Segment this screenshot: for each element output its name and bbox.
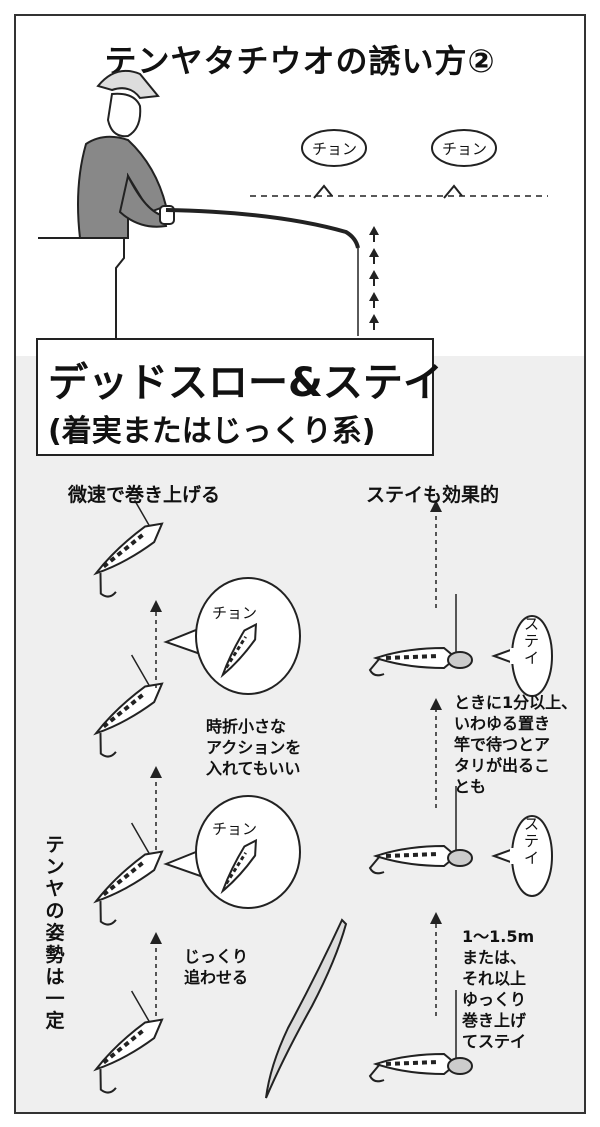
top-bubble-right-text: チョン [442,140,488,158]
top-bubble-left [301,129,367,167]
vertical-caption-char: ン [45,856,65,878]
stay-lure-2 [368,786,473,875]
stay-lure-1 [368,594,473,677]
method-box: デッドスロー&ステイ (着実またはじっくり系) [36,338,443,456]
note-occasional-action: 時折小さな アクションを 入れてもいい [206,717,302,778]
vertical-caption: テンヤの姿勢は一定 [44,834,66,1032]
vertical-caption-char: テ [45,834,65,856]
stay-bubble-1 [491,615,553,697]
vertical-caption-char: は [45,966,65,988]
lower-panel-background [16,356,584,1112]
vertical-caption-char: ヤ [45,878,65,900]
stay-bubble-2-text: ステイ [524,815,540,867]
page-title: テンヤタチウオの誘い方② [104,42,496,80]
vertical-caption-char: 一 [45,988,65,1010]
method-subtitle: (着実またはじっくり系) [48,414,376,449]
vertical-caption-char: 勢 [45,944,65,966]
tenya-lure-4 [93,990,164,1094]
tenya-lure-1 [93,499,164,598]
vertical-caption-char: 定 [45,1010,65,1032]
stay-lure-3 [368,990,473,1083]
note-wait-over-minute: ときに1分以上、 いわゆる置き 竿で待つとア タリが出るこ とも [454,693,578,796]
right-column-heading: ステイも効果的 [366,484,500,506]
stay-bubble-1-text: ステイ [524,615,540,667]
diagram-frame: テンヤタチウオの誘い方② [14,14,586,1114]
left-bubble-1 [163,577,301,695]
stay-bubble-2 [491,815,553,897]
hairtail-fish-illustration [265,918,348,1099]
tenya-lure-3 [93,822,164,926]
top-bubble-right [431,129,497,167]
vertical-caption-char: 姿 [45,922,65,944]
rising-arrows [369,226,379,330]
left-bubble-2 [163,795,301,909]
method-name: デッドスロー&ステイ [48,360,443,406]
note-retrieve-and-stay: 1〜1.5m または、 それ以上 ゆっくり 巻き上げ てステイ [462,927,535,1051]
top-bubble-left-text: チョン [312,140,358,158]
illustration-layer [38,70,553,1099]
left-column-heading: 微速で巻き上げる [68,484,221,506]
vertical-caption-char: の [45,900,65,922]
tenya-lure-2 [93,654,164,758]
pier-illustration [38,237,125,347]
rod-and-line [165,184,548,336]
left-bubble-2-text: チョン [212,820,258,838]
left-bubble-1-text: チョン [212,604,258,622]
note-let-chase: じっくり 追わせる [184,947,249,987]
angler-illustration [77,70,175,239]
